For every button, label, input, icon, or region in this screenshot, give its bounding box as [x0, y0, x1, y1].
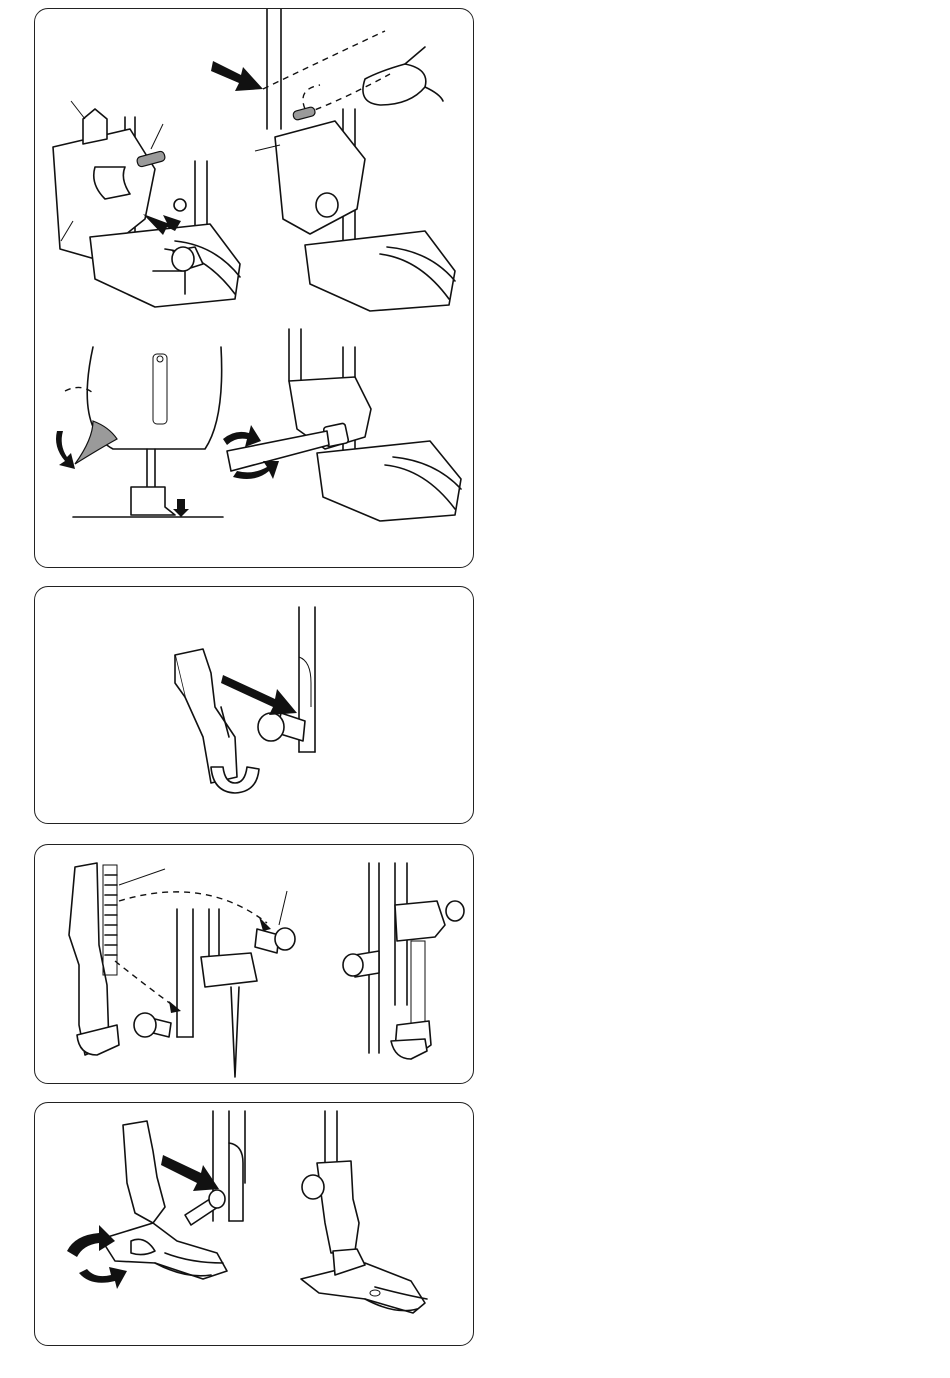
dual-feed-foot-illustration [35, 9, 474, 568]
figure-fork-over-screw [211, 9, 455, 311]
foot-holder-illustration [35, 587, 474, 824]
rotate-arrow-icon [223, 425, 261, 447]
instruction-panel-4 [34, 1102, 474, 1346]
figure-foot-holder-tighten [67, 1111, 245, 1289]
presser-lever [75, 421, 117, 464]
instruction-panel-1 [34, 8, 474, 568]
foot-holder-tighten-illustration [35, 1103, 474, 1346]
screw-shaded [292, 106, 316, 120]
figure-darning-foot-attach [69, 863, 295, 1077]
instruction-panel-2 [34, 586, 474, 824]
figure-screwdriver-tighten [223, 329, 461, 521]
rotate-arrow-icon [79, 1267, 127, 1289]
figure-attach-foot-holder [175, 607, 315, 793]
instruction-panel-3 [34, 844, 474, 1084]
dash-arrow-head-icon [259, 917, 271, 931]
figure-attach-dual-feed-foot [53, 101, 240, 307]
rotate-arrow-icon [67, 1225, 115, 1257]
push-arrow-icon [161, 1155, 219, 1191]
figure-darning-foot-attached [343, 863, 464, 1059]
push-arrow-icon [221, 675, 297, 715]
figure-foot-holder-attached [301, 1111, 427, 1313]
push-arrow-icon [211, 61, 263, 91]
darning-foot-illustration [35, 845, 474, 1084]
figure-lower-presser-lever [56, 347, 223, 517]
dash-arrow-head-icon [169, 1001, 181, 1013]
rotate-arrow-icon [56, 431, 75, 469]
